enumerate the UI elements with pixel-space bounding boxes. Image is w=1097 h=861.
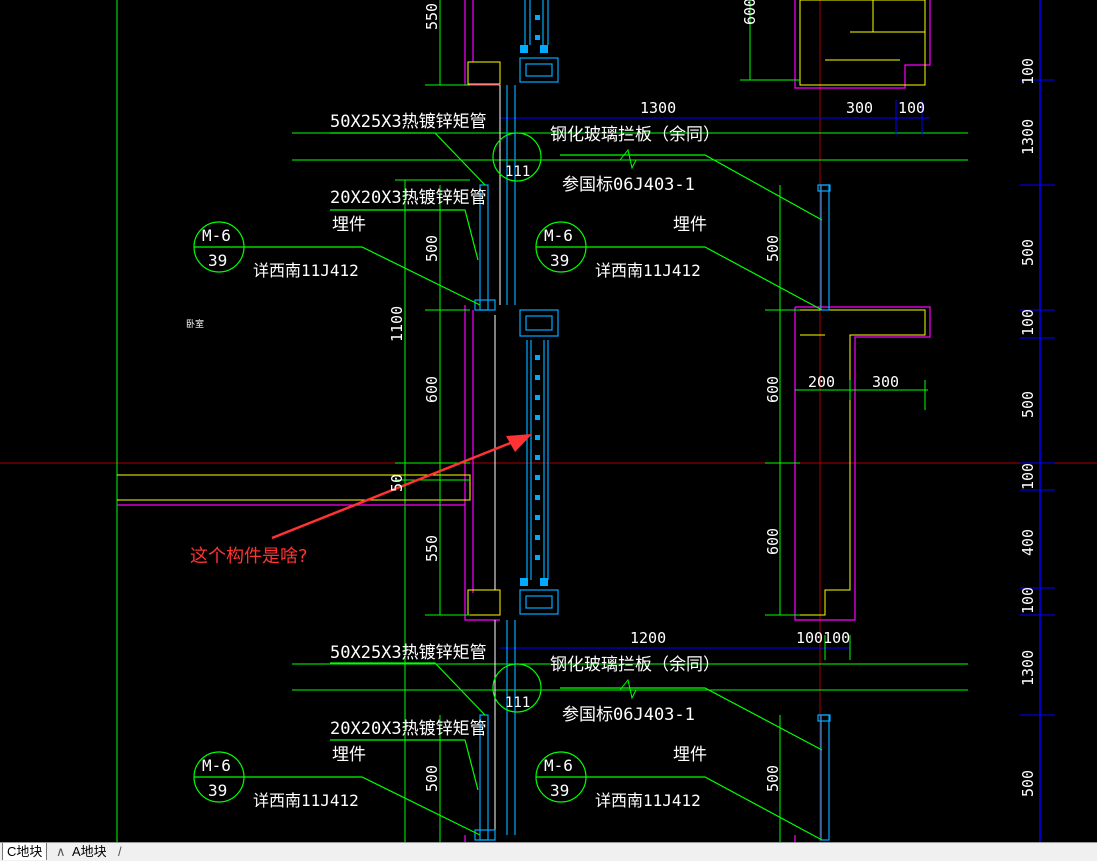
dim-500-left: 500 (423, 235, 441, 262)
tab-a-block[interactable]: A地块 (68, 843, 111, 860)
annotation-labels: 50X25X3热镀锌矩管 钢化玻璃拦板（余同） 参国标06J403-1 20X2… (330, 112, 720, 765)
label-ref-bot: 参国标06J403-1 (562, 705, 695, 725)
right-dim-7: 100 (1019, 587, 1037, 614)
label-111-bot: 111 (505, 695, 530, 711)
right-dim-0: 100 (1019, 58, 1037, 85)
slab-lines (117, 0, 926, 616)
callout-3-ref: 详西南11J412 (253, 791, 359, 810)
callout-2-bottom: 39 (550, 251, 569, 270)
label-pipe-50-bot: 50X25X3热镀锌矩管 (330, 643, 487, 663)
right-dim-8: 1300 (1019, 650, 1037, 686)
break-symbol-top (619, 148, 637, 170)
dim-550-mid: 550 (423, 535, 441, 562)
callout-3-top: M-6 (202, 756, 231, 775)
label-ref-top: 参国标06J403-1 (562, 175, 695, 195)
profile-dots (520, 15, 548, 586)
dim-600-right2: 600 (764, 528, 782, 555)
inner-lines (494, 85, 501, 835)
dim-600-left: 600 (423, 376, 441, 403)
callout-1-top: M-6 (202, 226, 231, 245)
label-embed-right-bot: 埋件 (673, 745, 707, 765)
dim-550-top: 550 (423, 3, 441, 30)
break-symbol-bot (619, 678, 637, 700)
label-111-top: 111 (505, 164, 530, 180)
dim-100-top: 100 (898, 99, 925, 117)
cad-drawing-canvas[interactable]: 50X25X3热镀锌矩管 钢化玻璃拦板（余同） 参国标06J403-1 20X2… (0, 0, 1097, 842)
callout-shapes (193, 132, 823, 841)
right-dim-3: 100 (1019, 309, 1037, 336)
label-pipe-50-top: 50X25X3热镀锌矩管 (330, 112, 487, 132)
tab-c-block[interactable]: C地块 (2, 843, 48, 860)
right-dim-4: 500 (1019, 391, 1037, 418)
right-dim-9: 500 (1019, 770, 1037, 797)
callout-1-bottom: 39 (208, 251, 227, 270)
label-pipe-20-top: 20X20X3热镀锌矩管 (330, 188, 487, 208)
room-label-bedroom: 卧室 (186, 318, 204, 330)
callout-4-top: M-6 (544, 756, 573, 775)
dim-texts-vertical: 550 600 500 500 1100 600 50 550 600 600 … (388, 0, 782, 792)
right-dim-6: 400 (1019, 529, 1037, 556)
tab-separator: ∧ (56, 844, 66, 859)
callout-texts: M-6 39 详西南11J412 M-6 39 详西南11J412 M-6 39… (202, 226, 701, 810)
dim-300-top: 300 (846, 99, 873, 117)
callout-2-top: M-6 (544, 226, 573, 245)
railing-profile (474, 0, 831, 841)
wall-outline-right (794, 0, 931, 842)
label-embed-left-top: 埋件 (332, 215, 366, 235)
dim-100100: 100100 (796, 629, 850, 647)
dim-1200: 1200 (630, 629, 666, 647)
callout-3-bottom: 39 (208, 781, 227, 800)
dim-1100: 1100 (388, 306, 406, 342)
callout-2-ref: 详西南11J412 (595, 261, 701, 280)
tab-separator: / (118, 844, 122, 859)
label-embed-left-bot: 埋件 (332, 745, 366, 765)
right-dim-ticks (1020, 79, 1055, 716)
question-arrow (271, 434, 532, 540)
wall-outline-center (117, 0, 500, 842)
dim-600-right1: 600 (764, 376, 782, 403)
dim-texts-right: 100 1300 500 100 500 100 400 100 1300 50… (1019, 58, 1037, 797)
question-annotation: 这个构件是啥? (190, 546, 308, 567)
label-glass-top: 钢化玻璃拦板（余同） (550, 125, 720, 145)
dim-600-topright: 600 (741, 0, 759, 25)
dim-300-mid: 300 (872, 373, 899, 391)
right-dim-2: 500 (1019, 239, 1037, 266)
dim-50: 50 (388, 474, 406, 492)
label-glass-bot: 钢化玻璃拦板（余同） (550, 655, 720, 675)
label-pipe-20-bot: 20X20X3热镀锌矩管 (330, 719, 487, 739)
dim-1300-top: 1300 (640, 99, 676, 117)
right-dim-1: 1300 (1019, 119, 1037, 155)
dim-200: 200 (808, 373, 835, 391)
dim-500-mid: 500 (764, 235, 782, 262)
dim-500-left-bot: 500 (423, 765, 441, 792)
dim-lines-left (395, 0, 928, 842)
dim-500-mid-bot: 500 (764, 765, 782, 792)
callout-1-ref: 详西南11J412 (253, 261, 359, 280)
label-embed-right-top: 埋件 (673, 215, 707, 235)
callout-4-bottom: 39 (550, 781, 569, 800)
layout-tab-bar: C地块 ∧ A地块 / (0, 842, 1097, 861)
cad-drawing: 50X25X3热镀锌矩管 钢化玻璃拦板（余同） 参国标06J403-1 20X2… (0, 0, 1097, 842)
right-dim-5: 100 (1019, 463, 1037, 490)
callout-4-ref: 详西南11J412 (595, 791, 701, 810)
dim-texts-horizontal: 1300 300 100 200 300 1200 100100 (630, 99, 925, 647)
